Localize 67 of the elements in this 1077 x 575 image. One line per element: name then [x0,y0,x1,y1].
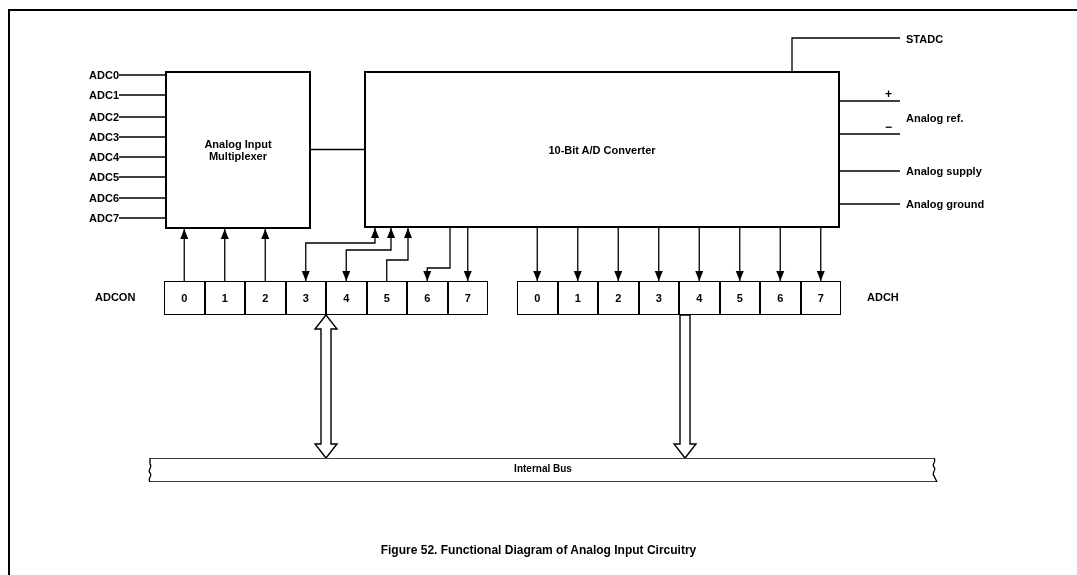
figure-caption: Figure 52. Functional Diagram of Analog Input Circuitry [379,543,698,557]
polarity-sign: + [884,88,893,100]
register-bit-cell: 0 [164,281,205,315]
pin-label: ADC1 [75,86,119,104]
bus-arrow [672,314,698,460]
register-name: ADCH [867,291,899,303]
arrow [654,227,663,282]
connection-line [118,74,166,76]
arrow [533,227,542,282]
connection-line [310,148,365,151]
connection-line [839,133,901,135]
pin-label: ADC6 [75,189,119,207]
connection-line [118,136,166,138]
pin-label: ADC0 [75,66,119,84]
register-bit-cell: 7 [800,281,841,315]
register-bit-cell: 2 [245,281,286,315]
register-bit-cell: 7 [447,281,488,315]
register-bit-cell: 4 [326,281,367,315]
arrow [423,227,451,282]
connection-line [118,197,166,199]
function-block: Analog Input Multiplexer [165,71,311,229]
arrow [301,227,379,282]
register-name: ADCON [95,291,136,303]
arrow [695,227,704,282]
connection-line [839,203,901,205]
pin-label: ADC2 [75,108,119,126]
double-bus-arrow [313,313,339,460]
connection-line [118,94,166,96]
pin-label: ADC4 [75,148,119,166]
pin-label: ADC3 [75,128,119,146]
register-bit-cell: 0 [517,281,558,315]
arrow [816,227,825,282]
arrow [776,227,785,282]
arrow [180,228,189,282]
function-block: 10-Bit A/D Converter [364,71,840,228]
bus-label: Internal Bus [514,463,572,474]
pin-label: ADC5 [75,168,119,186]
pin-label: ADC7 [75,209,119,227]
arrow [463,227,472,282]
connection-line [839,170,901,172]
register-bit-cell: 6 [760,281,801,315]
arrow [342,227,395,282]
register-bit-cell: 3 [285,281,326,315]
arrow [573,227,582,282]
arrow [261,228,270,282]
connection-line [118,156,166,158]
register-bit-cell: 4 [679,281,720,315]
register-bit-cell: 5 [719,281,760,315]
connection-line [839,100,901,102]
register-bit-cell: 6 [407,281,448,315]
arrow [614,227,623,282]
register-bit-cell: 2 [598,281,639,315]
signal-label: Analog supply [900,162,1020,180]
connection-line [118,176,166,178]
connection-line [791,37,901,72]
signal-label: Analog ref. [900,96,1020,139]
register-bit-cell: 1 [557,281,598,315]
arrow [386,227,412,282]
register-bit-cell: 3 [638,281,679,315]
register-bit-cell: 5 [366,281,407,315]
arrow [220,228,229,282]
connection-line [118,217,166,219]
connection-line [118,116,166,118]
signal-label: Analog ground [900,195,1020,213]
register-bit-cell: 1 [204,281,245,315]
signal-label: STADC [900,30,990,48]
arrow [735,227,744,282]
